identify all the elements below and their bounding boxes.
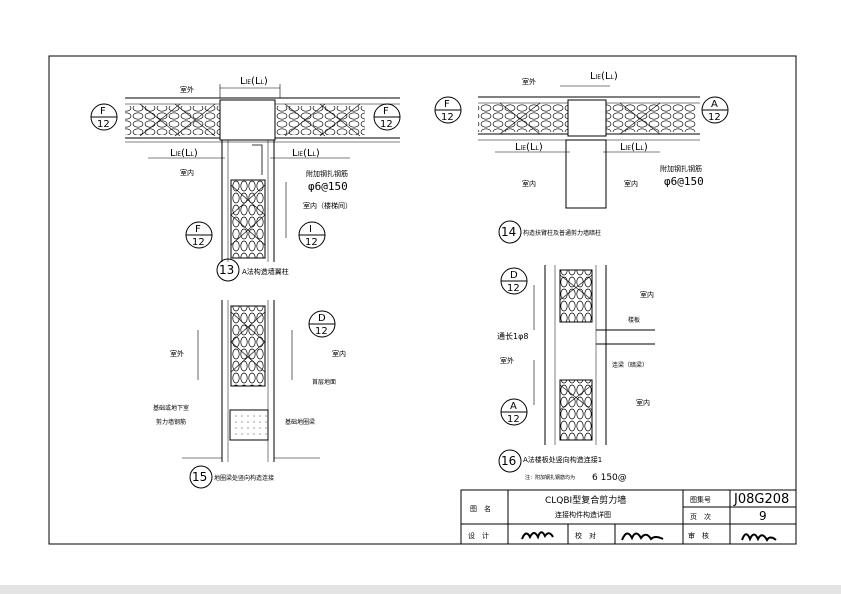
detail-13-title: A法构造墙翼柱 [242, 267, 289, 276]
d16-note: 注：附加钢扎钢筋均为 [525, 474, 575, 481]
d14-extra-rebar: 附加钢扎钢筋 [660, 164, 702, 173]
d16-indoor-top: 室内 [640, 290, 654, 299]
signature-reviewer [741, 533, 777, 542]
d15-ground-floor: 首层地面 [312, 378, 336, 386]
d15-shear-rebar: 剪力墙钢筋 [156, 418, 186, 426]
tb-design-label: 设 计 [468, 531, 489, 540]
marker-8-top: D [510, 270, 518, 281]
d13-lfe-right: LlE(LL) [292, 148, 320, 159]
detail-14-drawing [434, 85, 729, 244]
detail-16-drawing [498, 265, 655, 473]
marker-2-top: F [383, 106, 389, 117]
marker-5-bottom: 12 [441, 112, 454, 123]
marker-1-bottom: 12 [97, 119, 110, 130]
tb-name-label: 图 名 [470, 504, 491, 513]
d13-indoor-stair-label: 室内（楼梯间） [303, 201, 352, 210]
tb-atlas-label: 图集号 [690, 495, 711, 504]
d16-note-value: 6 150@ [592, 473, 627, 483]
marker-5-top: F [444, 99, 450, 110]
d16-outdoor-label: 室外 [500, 356, 514, 365]
bottom-strip [0, 585, 841, 594]
marker-8-bottom: 12 [507, 283, 520, 294]
marker-3-top: F [195, 224, 201, 235]
d14-outdoor-label: 室外 [522, 77, 536, 86]
marker-6-bottom: 12 [708, 112, 721, 123]
detail-13-number: 13 [219, 263, 234, 277]
detail-14-title: 构造扶臂柱及普通剪力墙暗柱 [523, 229, 601, 237]
d16-floor-slab: 楼板 [628, 316, 640, 324]
marker-7-bottom: 12 [315, 326, 328, 337]
marker-6-top: A [711, 99, 718, 110]
d16-beam-label: 连梁（暗梁） [612, 361, 648, 369]
marker-9-top: A [510, 401, 517, 412]
d14-indoor-left: 室内 [522, 179, 536, 188]
marker-2-bottom: 12 [380, 119, 393, 130]
tb-atlas-value: J08G208 [733, 492, 789, 507]
title-block [460, 489, 797, 545]
tb-page-label: 页 次 [690, 512, 711, 521]
detail-13-drawing [90, 84, 401, 282]
marker-9-bottom: 12 [507, 414, 520, 425]
d14-spacing: φ6@150 [664, 175, 704, 188]
signature-designer [521, 531, 554, 540]
signature-checker [621, 532, 664, 541]
d14-lfe-left: LlE(LL) [515, 142, 543, 153]
detail-15-number: 15 [192, 470, 207, 484]
detail-16-number: 16 [501, 454, 516, 468]
marker-4-top: I [309, 224, 312, 235]
marker-1-top: F [100, 106, 106, 117]
d13-lfe-left: LlE(LL) [170, 148, 198, 159]
tb-page-value: 9 [759, 509, 767, 523]
tb-check-label: 校 对 [575, 531, 596, 540]
d14-lfe-right: LlE(LL) [620, 142, 648, 153]
d13-extra-rebar: 附加钢扎钢筋 [306, 169, 348, 178]
d15-foundation-wall: 基础或地下室 [153, 404, 189, 412]
detail-15-title: 地圈梁处竖向构造连接 [214, 474, 274, 482]
d13-lfe-top: LlE(LL) [240, 76, 268, 87]
marker-3-bottom: 12 [192, 237, 205, 248]
marker-7-top: D [318, 313, 326, 324]
d16-indoor-bottom: 室内 [636, 398, 650, 407]
d13-outdoor-label: 室外 [180, 85, 194, 94]
tb-title-line1: CLQBⅠ型复合剪力墙 [545, 494, 626, 506]
d13-spacing: φ6@150 [308, 180, 348, 193]
detail-14-number: 14 [501, 225, 516, 239]
d15-indoor-label: 室内 [332, 349, 346, 358]
tb-review-label: 审 核 [688, 531, 709, 540]
d14-indoor-right: 室内 [624, 179, 638, 188]
d15-foundation-beam: 基础地圈梁 [285, 418, 315, 426]
sheet-border [48, 55, 797, 545]
d16-through-len: 通长1φ8 [497, 331, 528, 341]
tb-title-line2: 连接构件构造详图 [555, 510, 611, 519]
detail-15-drawing [182, 300, 336, 489]
d14-lfe-top: LlE(LL) [590, 71, 618, 82]
d15-outdoor-label: 室外 [170, 349, 184, 358]
marker-4-bottom: 12 [305, 237, 318, 248]
detail-16-title: A法楼板处竖向构造连接1 [523, 455, 602, 464]
d13-indoor-label: 室内 [180, 168, 194, 177]
